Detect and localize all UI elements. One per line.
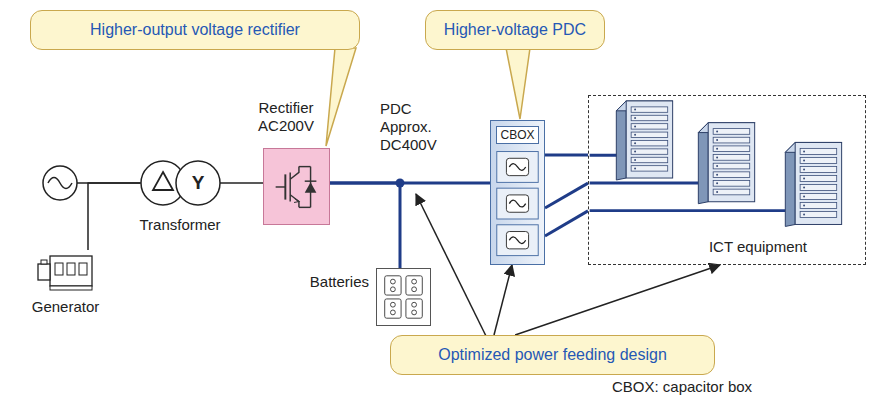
footnote: CBOX: capacitor box bbox=[612, 378, 752, 396]
power-wire bbox=[545, 211, 588, 236]
rectifier-box-art bbox=[264, 149, 329, 224]
battery-box-art bbox=[377, 269, 430, 325]
callout-bubble: Higher-output voltage rectifier bbox=[30, 10, 360, 50]
transformer-symbol-art bbox=[140, 160, 220, 206]
cbox-label: CBOX bbox=[496, 126, 539, 144]
callout-text: Higher-voltage PDC bbox=[426, 21, 604, 39]
callout-tail bbox=[506, 48, 530, 119]
callout-bubble: Higher-voltage PDC bbox=[425, 10, 605, 50]
power-wire bbox=[220, 182, 263, 184]
transformer-label: Transformer bbox=[120, 216, 240, 234]
pdc-box: CBOX bbox=[490, 120, 545, 265]
callout-text: Optimized power feeding design bbox=[391, 346, 714, 364]
callout-tail bbox=[326, 48, 356, 146]
transformer-symbol: YTransformer bbox=[140, 160, 220, 206]
generator-label: Generator bbox=[18, 298, 113, 316]
generator-symbol-art bbox=[38, 250, 93, 290]
wye-symbol: Y bbox=[188, 172, 208, 194]
power-wire bbox=[88, 183, 140, 250]
callout-arrow bbox=[515, 265, 720, 335]
power-wire bbox=[545, 183, 588, 208]
ict-label: ICT equipment bbox=[709, 238, 807, 256]
rectifier-box: Rectifier AC200V bbox=[263, 148, 330, 225]
bus-voltage-label: PDC Approx. DC400V bbox=[380, 100, 450, 154]
generator-symbol: Generator bbox=[38, 250, 93, 290]
battery-box: Batteries bbox=[376, 268, 431, 326]
junction-dot bbox=[396, 179, 405, 188]
ict-region: ICT equipment bbox=[588, 95, 866, 265]
rectifier-label: Rectifier AC200V bbox=[250, 99, 322, 135]
callout-arrow bbox=[494, 265, 512, 335]
callout-text: Higher-output voltage rectifier bbox=[31, 21, 359, 39]
callout-bubble: Optimized power feeding design bbox=[390, 335, 715, 375]
power-wire bbox=[545, 153, 588, 156]
power-wire bbox=[330, 183, 400, 268]
battery-label: Batteries bbox=[310, 273, 369, 291]
